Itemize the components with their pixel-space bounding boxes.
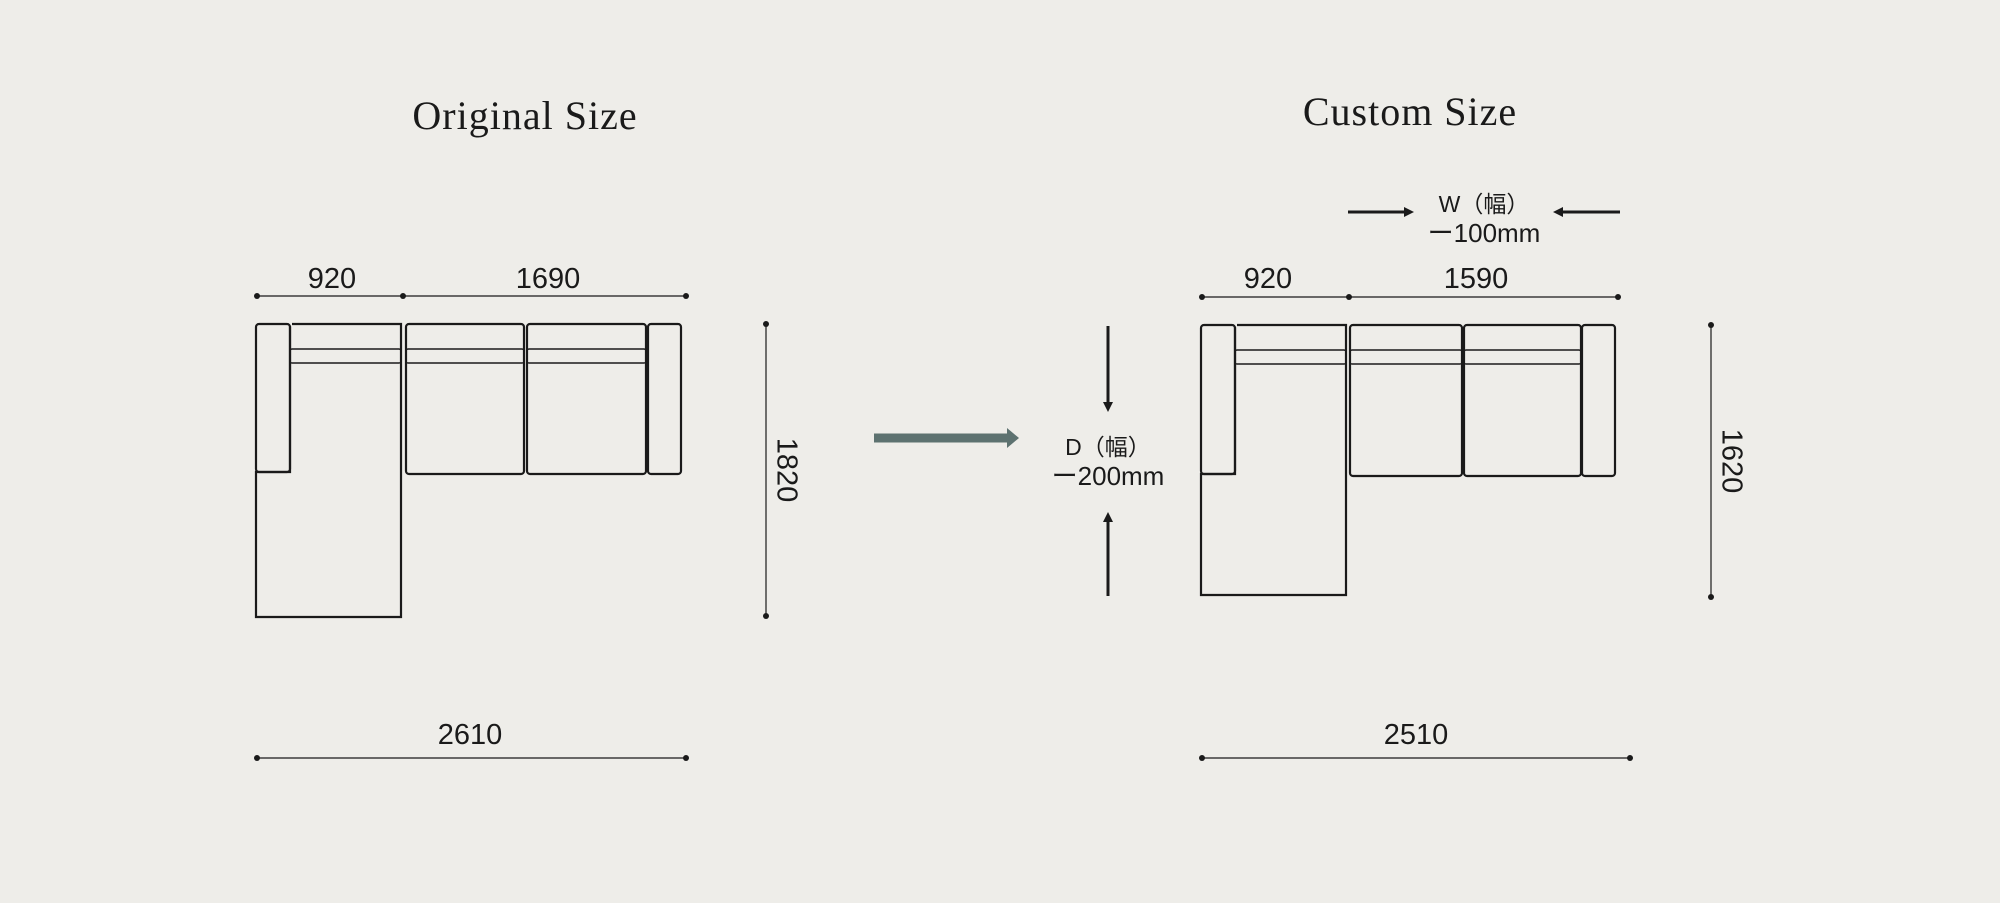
dim-dot bbox=[1615, 294, 1621, 300]
dim-dot bbox=[254, 755, 260, 761]
dim-dot bbox=[254, 293, 260, 299]
custom-total-width-label: 2510 bbox=[1383, 719, 1449, 751]
dim-dot bbox=[1708, 322, 1714, 328]
dim-dot bbox=[763, 321, 769, 327]
custom-sofa-plan bbox=[1199, 323, 1617, 597]
original-sofa-plan bbox=[254, 322, 683, 619]
original-seats-width-label: 1690 bbox=[515, 263, 581, 295]
dim-dot bbox=[1199, 755, 1205, 761]
original-right-armrest bbox=[646, 322, 683, 476]
original-seat-2-backrest bbox=[526, 348, 647, 364]
width-change-note: W（幅） ー100mm bbox=[1428, 190, 1541, 248]
original-total-width-label: 2610 bbox=[437, 719, 503, 751]
inward-horizontal-arrows-icon bbox=[1348, 207, 1620, 217]
custom-chaise-seat bbox=[1199, 323, 1348, 597]
custom-seat-2 bbox=[1462, 323, 1583, 478]
custom-seat-1 bbox=[1348, 323, 1464, 478]
custom-chaise-width-label: 920 bbox=[1243, 263, 1293, 295]
dim-dot bbox=[400, 293, 406, 299]
depth-change-value: ー200mm bbox=[1051, 461, 1165, 491]
custom-chaise-backrest bbox=[1234, 349, 1347, 365]
custom-seat-1-backrest bbox=[1349, 349, 1463, 365]
original-seat-1-backrest bbox=[405, 348, 525, 364]
original-seat-1 bbox=[404, 322, 526, 476]
dim-dot bbox=[1708, 594, 1714, 600]
inward-vertical-arrows-icon bbox=[1103, 326, 1113, 596]
dim-dot bbox=[1627, 755, 1633, 761]
custom-seat-2-backrest bbox=[1463, 349, 1582, 365]
original-chaise-backrest bbox=[289, 348, 402, 364]
dim-dot bbox=[683, 755, 689, 761]
dim-dot bbox=[683, 293, 689, 299]
custom-left-armrest bbox=[1199, 323, 1237, 476]
custom-seats-width-label: 1590 bbox=[1443, 263, 1509, 295]
dim-dot bbox=[763, 613, 769, 619]
original-size-title: Original Size bbox=[412, 93, 638, 138]
dim-dot bbox=[1346, 294, 1352, 300]
original-dimension-lines bbox=[254, 293, 769, 761]
original-left-armrest bbox=[254, 322, 292, 474]
custom-size-title: Custom Size bbox=[1302, 89, 1518, 134]
width-change-label: W（幅） bbox=[1438, 191, 1530, 217]
width-change-value: ー100mm bbox=[1427, 218, 1541, 248]
custom-dimension-lines bbox=[1199, 294, 1714, 761]
arrow-right-icon bbox=[874, 428, 1019, 448]
dim-dot bbox=[1199, 294, 1205, 300]
depth-change-label: D（幅） bbox=[1065, 434, 1151, 460]
original-chaise-width-label: 920 bbox=[307, 263, 357, 295]
custom-right-armrest bbox=[1580, 323, 1617, 478]
depth-change-note: D（幅） ー200mm bbox=[1052, 433, 1165, 491]
original-chaise-seat bbox=[254, 322, 403, 619]
original-seat-2 bbox=[525, 322, 648, 476]
